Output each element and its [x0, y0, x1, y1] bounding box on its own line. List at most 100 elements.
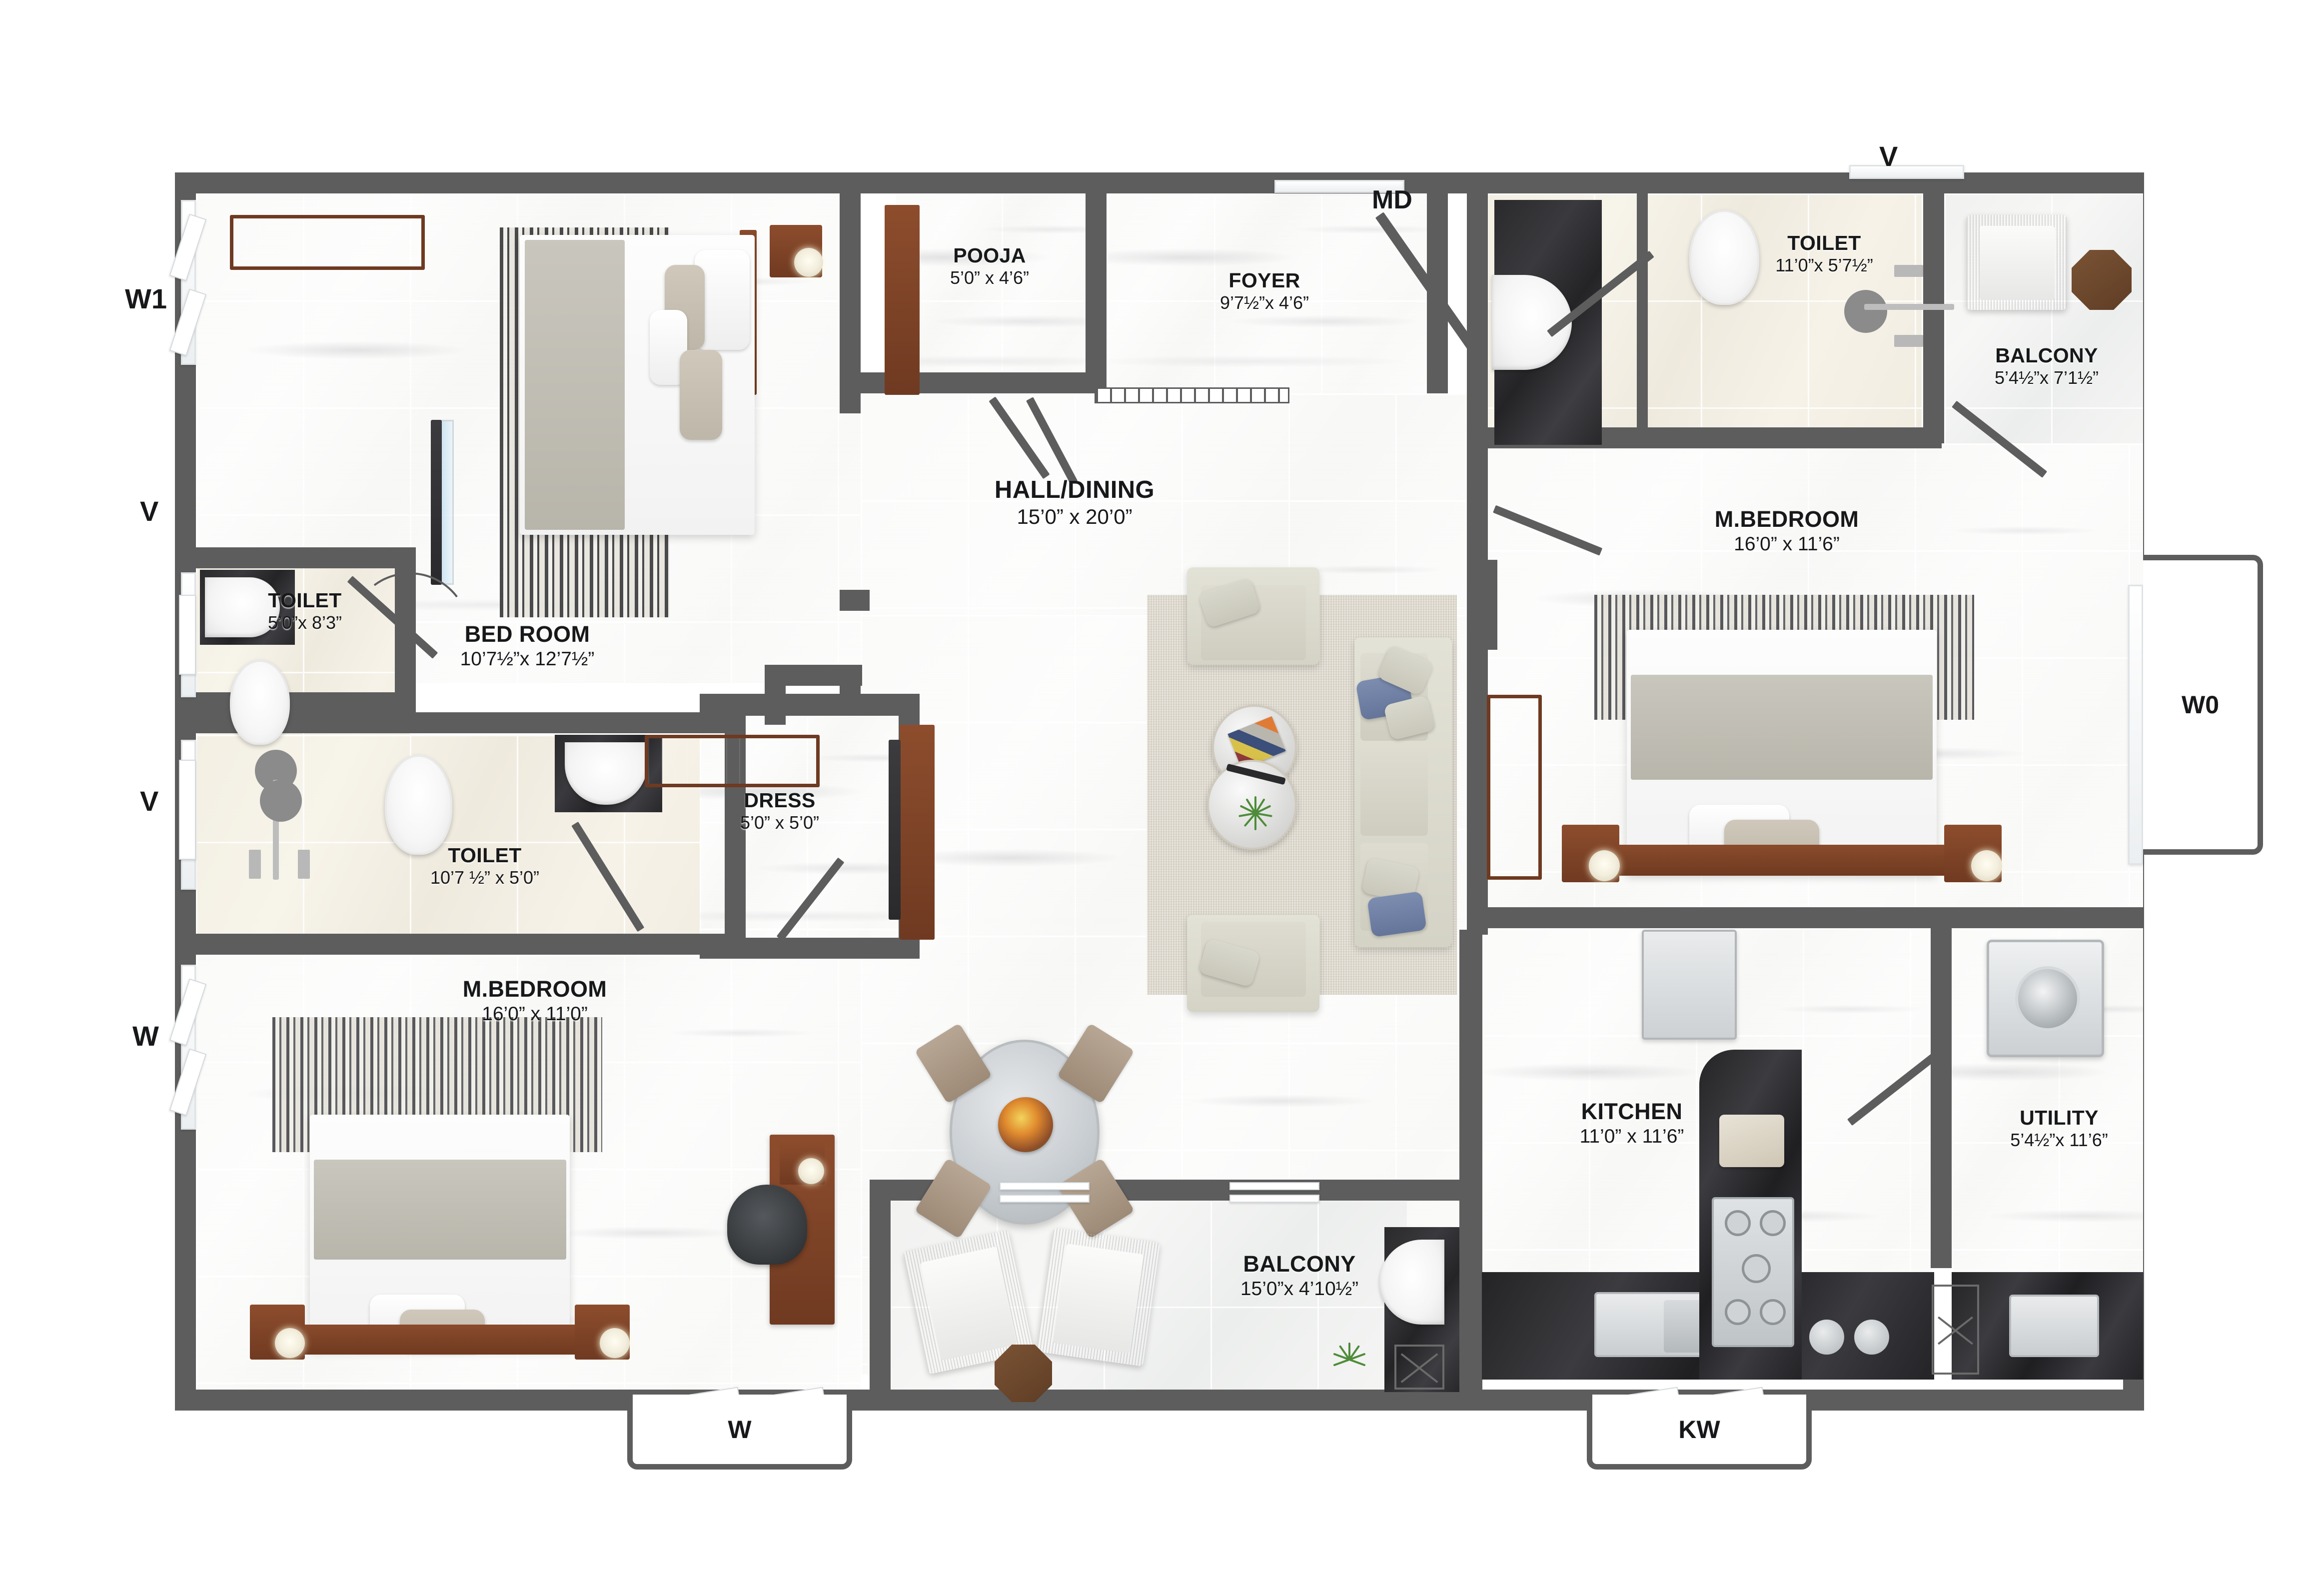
tap-icon [249, 850, 261, 879]
wall-kitchen-utility [1931, 928, 1952, 1268]
wall-mbedroom-tr-bottom [1467, 907, 2144, 928]
wall-toilet-bl-bottom [196, 934, 746, 955]
window-slat [179, 595, 196, 675]
wall-toilet-tr-divider [1637, 193, 1648, 428]
tap-icon [1894, 335, 1923, 347]
marker-v-top: V [1879, 140, 1898, 172]
bed-blanket [525, 240, 625, 530]
pan-icon [1809, 1320, 1844, 1355]
toilet-icon [385, 755, 452, 855]
wall-dress-top [700, 694, 920, 716]
window-mbedroom-tr[interactable] [2128, 585, 2143, 865]
wall-stub-mbedroom [1480, 560, 1497, 650]
washing-machine-icon [1987, 940, 2104, 1057]
wall-balcony-bottom-left [870, 1200, 891, 1391]
wardrobe-icon [230, 215, 425, 270]
sofa-seat [1360, 748, 1428, 836]
potted-plant-icon [1233, 791, 1278, 836]
exterior-wall-top [175, 172, 2144, 193]
office-chair-icon [727, 1185, 807, 1265]
foyer-floor [1107, 193, 1427, 393]
bed-blanket [1631, 675, 1933, 780]
wall-hall-kitchen [1459, 930, 1482, 1390]
callout-w0: W0 [2143, 555, 2263, 855]
wall-dress-bottom [700, 938, 920, 959]
sliding-door-panel[interactable] [1229, 1195, 1319, 1203]
wall-balcony-tr-left [1923, 193, 1944, 443]
bed-headboard [300, 1325, 580, 1355]
marker-w-left: W [132, 1020, 159, 1052]
night-lamp-icon [600, 1328, 630, 1358]
wall-toilet-tl-bottom [196, 692, 416, 713]
exterior-wall-bottom [175, 1390, 2144, 1411]
night-stand [780, 1140, 825, 1185]
mirror-icon [431, 420, 442, 585]
wall-bedroom-right-upper [840, 193, 861, 413]
washer-drum [2015, 966, 2080, 1031]
night-lamp-icon [798, 1158, 824, 1184]
burner [1760, 1299, 1786, 1325]
gas-hob-icon [1712, 1197, 1794, 1347]
window-balcony-tr-top[interactable] [1849, 165, 1964, 179]
night-lamp-icon [1971, 850, 2002, 881]
dress-door-icon[interactable] [900, 725, 935, 940]
sliding-door-panel[interactable] [1000, 1195, 1090, 1203]
toilet-icon [230, 660, 290, 745]
entry-threshold [1095, 387, 1289, 403]
night-stand [770, 225, 823, 277]
wall-toilet-bl-right [725, 712, 746, 957]
burner [1760, 1210, 1786, 1236]
wardrobe-icon [645, 735, 820, 787]
night-stand [1562, 825, 1620, 882]
sliding-door-panel[interactable] [1229, 1182, 1319, 1190]
chair-seat [1053, 1244, 1144, 1354]
bedroom-glass-partition[interactable] [440, 420, 454, 585]
wicker-chair-icon [1967, 215, 2067, 310]
burner [1742, 1254, 1771, 1283]
marker-v-left-lower: V [140, 785, 159, 817]
side-table-icon [995, 1345, 1052, 1402]
bed-blanket [314, 1160, 566, 1260]
fruit-bowl-icon [998, 1097, 1053, 1152]
pooja-door-icon[interactable] [885, 205, 920, 395]
wall-mbedroom-tr-left [1467, 445, 1488, 935]
wall-pooja-foyer [1086, 193, 1107, 393]
night-stand [1944, 825, 2002, 882]
washbasin-icon [1379, 1240, 1444, 1325]
callout-w-bottom: W [627, 1395, 852, 1470]
chair-seat [1980, 226, 2055, 300]
wall-stub-hall-left [840, 590, 870, 611]
vent-icon [1932, 1285, 1979, 1375]
window-slat [179, 760, 196, 860]
washbasin-icon [565, 742, 647, 805]
vent-icon [1394, 1345, 1444, 1390]
utility-sink-icon [2009, 1295, 2099, 1357]
night-lamp-icon [794, 247, 823, 277]
burner [1725, 1210, 1751, 1236]
coffee-table-icon [1207, 760, 1297, 850]
shower-rod [1864, 304, 1954, 310]
callout-kw: KW [1587, 1395, 1812, 1470]
chair-seat [920, 1247, 1017, 1361]
wardrobe-icon [1487, 695, 1542, 880]
wall-toilet-tl-top [196, 547, 416, 568]
burner [1725, 1299, 1751, 1325]
potted-plant-icon [1319, 1330, 1379, 1390]
pooja-floor [895, 193, 1090, 393]
shower-icon [1844, 290, 1887, 333]
marker-v-left-upper: V [140, 495, 159, 527]
pan-icon [1854, 1320, 1889, 1355]
sliding-door-panel[interactable] [1000, 1182, 1090, 1190]
wall-toilet-tr-left [1467, 193, 1488, 458]
tap-icon [1894, 265, 1923, 277]
cushion [1367, 891, 1427, 938]
bed-pillow [680, 350, 722, 440]
night-stand [575, 1305, 630, 1360]
shower-icon [260, 780, 302, 822]
washbasin-icon [205, 577, 280, 637]
window-foyer-top[interactable] [1274, 180, 1404, 193]
wicker-chair-icon [1036, 1228, 1161, 1367]
tap-icon [298, 850, 310, 879]
bed-headboard [1617, 845, 1947, 876]
